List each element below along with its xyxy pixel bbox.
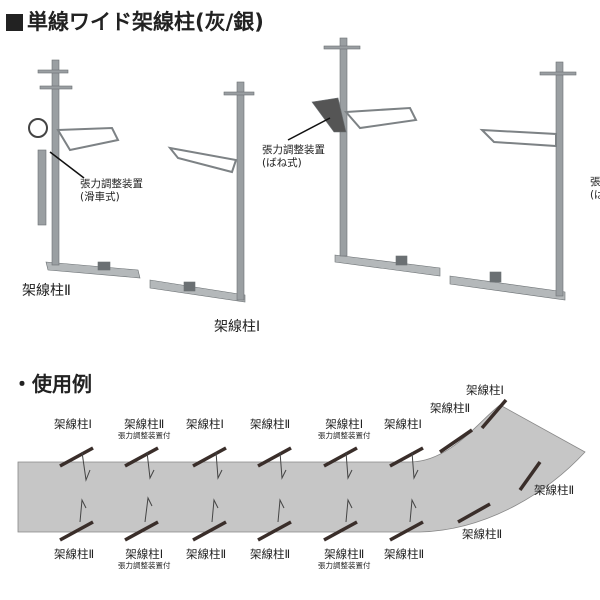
usage-heading: ・使用例: [12, 372, 92, 396]
pole-i-arm: [167, 146, 238, 174]
pole-spring-mast: [339, 37, 348, 257]
usage-top-label-3: 架線柱Ⅰ: [186, 417, 224, 431]
pole-ii-mast: [51, 59, 60, 266]
pole-four-mast: [555, 61, 564, 297]
pole-four-footing: [489, 271, 502, 283]
pole-ii-insulator: [39, 85, 73, 90]
usage-curve-label-3: 架線柱Ⅱ: [534, 483, 575, 497]
pole-four-arm: [479, 128, 557, 148]
tensioner-pulley-label: 張力調整装置(滑車式): [80, 178, 143, 203]
usage-top-label-1: 架線柱Ⅰ: [54, 417, 92, 431]
pole-ii-pulley: [28, 118, 48, 138]
pole-i-top-bar: [223, 91, 255, 96]
leader-line-spring: [287, 117, 331, 141]
usage-curve-label-2: 架線柱Ⅱ: [430, 401, 471, 415]
pole-spring-tensioner: [311, 97, 347, 133]
pole-i-mast: [236, 81, 245, 301]
title-square-icon: [6, 14, 23, 31]
tensioner-spring-label: 張力調整装置(ばね式): [262, 144, 325, 169]
pole-marks: [59, 398, 542, 542]
pole-i-base: [149, 279, 246, 303]
track-band: [17, 404, 586, 533]
pole-ii-label: 架線柱Ⅱ: [22, 283, 71, 299]
usage-top-label-4: 架線柱Ⅱ: [250, 417, 291, 431]
pole-i-label: 架線柱Ⅰ: [214, 319, 261, 335]
page-title: 単線ワイド架線柱(灰/銀): [6, 6, 264, 36]
pole-ii-weights: [37, 149, 47, 226]
leader-line-pulley: [49, 151, 85, 179]
pole-spring-arm: [343, 106, 418, 130]
usage-bottom-label-1: 架線柱Ⅱ: [54, 547, 95, 561]
tensioner-cut-label: 張(ば: [590, 176, 600, 201]
pole-i-footing: [183, 281, 196, 292]
usage-bottom-label-6: 架線柱Ⅱ: [384, 547, 425, 561]
pole-spring-footing: [395, 255, 408, 266]
pole-ii-footing: [97, 261, 111, 271]
usage-curve-label-4: 架線柱Ⅱ: [462, 527, 503, 541]
usage-bottom-label-4: 架線柱Ⅱ: [250, 547, 291, 561]
pole-four-top-bar: [539, 71, 577, 76]
pole-spring-top-bar: [323, 45, 361, 50]
pole-ii-top-bar: [37, 69, 69, 74]
usage-top-label-6: 架線柱Ⅰ: [384, 417, 422, 431]
usage-bottom-label-3: 架線柱Ⅱ: [186, 547, 227, 561]
pole-four-base: [449, 275, 566, 301]
usage-curve-label-1: 架線柱Ⅰ: [466, 383, 504, 397]
pole-ii-arm: [56, 126, 120, 152]
title-text: 単線ワイド架線柱(灰/銀): [27, 10, 264, 34]
arm-marks: [79, 451, 419, 523]
